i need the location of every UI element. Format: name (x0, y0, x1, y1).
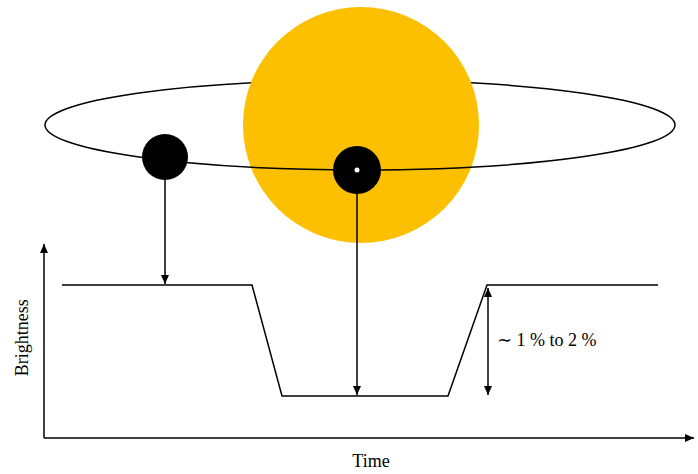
y-axis (43, 244, 45, 438)
depth-arrow (487, 288, 489, 395)
axis-label: Time (352, 451, 389, 473)
pointer-arrow (164, 157, 166, 284)
depth-label: ∼ 1 % to 2 % (497, 330, 597, 352)
pointer-arrow (356, 170, 358, 395)
pointer-dot (355, 168, 360, 173)
star (243, 7, 479, 243)
light-curve (62, 285, 658, 396)
axis-label: Brightness (11, 299, 33, 376)
x-axis (44, 437, 694, 439)
